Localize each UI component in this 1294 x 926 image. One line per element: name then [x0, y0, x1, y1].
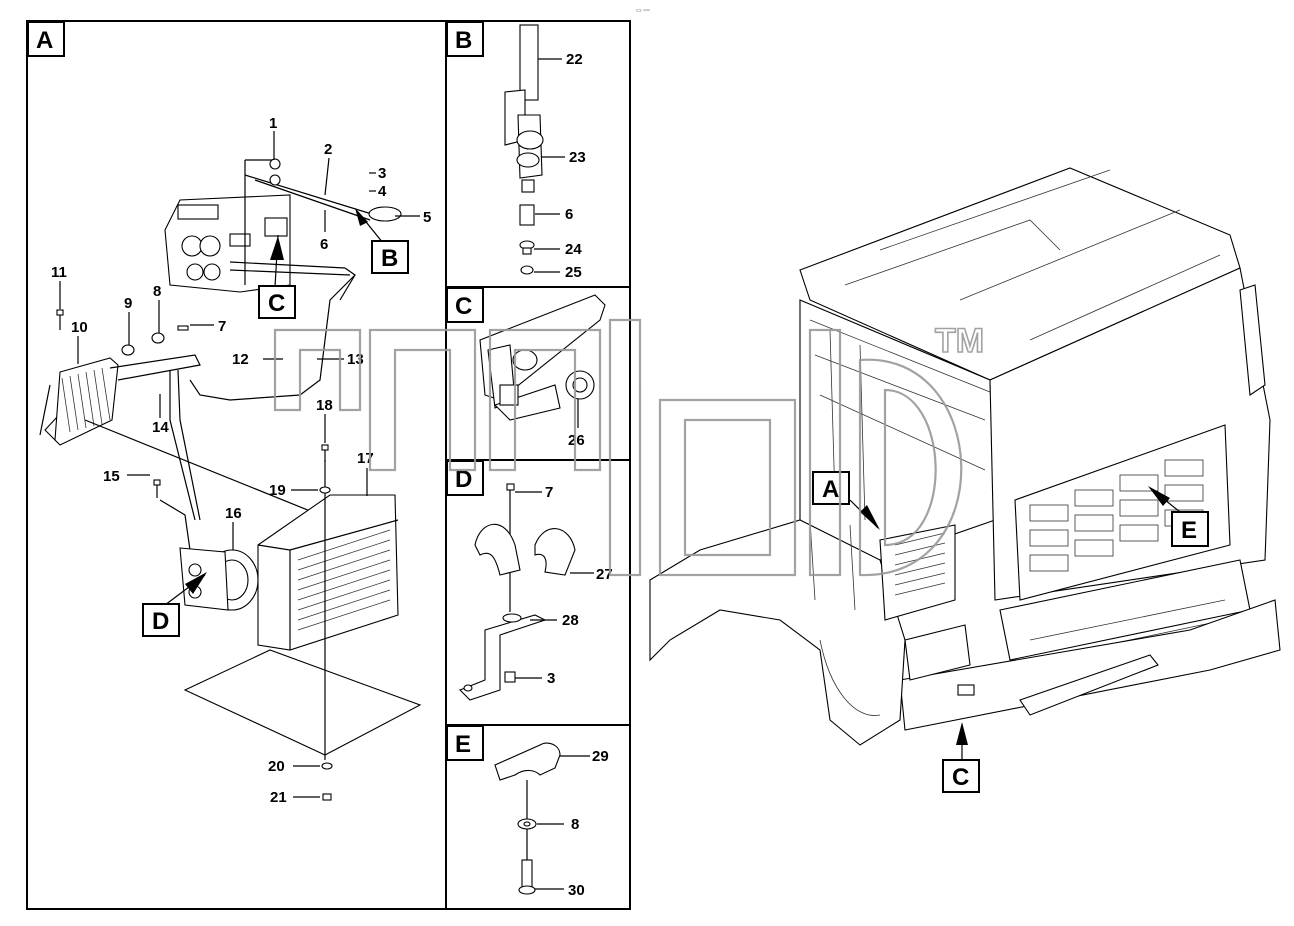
svg-text:13: 13 — [347, 351, 364, 368]
svg-text:B: B — [455, 27, 472, 54]
svg-text:D: D — [455, 466, 472, 493]
svg-text:7: 7 — [545, 484, 553, 501]
panel-e-leaders — [535, 755, 590, 890]
svg-text:A: A — [36, 27, 53, 54]
compressor — [179, 547, 259, 611]
svg-text:6: 6 — [565, 206, 573, 223]
panel-b-tag: B — [446, 21, 484, 57]
svg-text:25: 25 — [565, 264, 582, 281]
callout-d-box: D — [142, 572, 207, 637]
svg-text:6: 6 — [320, 236, 328, 253]
svg-text:29: 29 — [592, 748, 609, 765]
svg-text:2: 2 — [324, 141, 332, 158]
condenser-core — [54, 357, 119, 446]
svg-text:3: 3 — [378, 165, 386, 182]
svg-text:8: 8 — [153, 283, 161, 300]
corner-text: ▭ ▫▫▫ — [636, 8, 650, 14]
svg-text:17: 17 — [357, 450, 374, 467]
svg-text:14: 14 — [152, 419, 169, 436]
svg-text:24: 24 — [565, 241, 582, 258]
truck-cab-illustration — [649, 167, 1281, 746]
svg-text:10: 10 — [71, 319, 88, 336]
svg-text:28: 28 — [562, 612, 579, 629]
svg-text:C: C — [268, 290, 285, 317]
svg-text:E: E — [455, 731, 471, 758]
panel-d-numbers: 7 27 28 3 — [545, 484, 613, 687]
svg-text:9: 9 — [124, 295, 132, 312]
svg-text:27: 27 — [596, 566, 613, 583]
panel-e-numbers: 29 8 30 — [568, 748, 609, 899]
svg-text:4: 4 — [378, 183, 387, 200]
panel-b-drawing — [504, 24, 544, 275]
svg-text:A: A — [822, 476, 839, 503]
svg-text:E: E — [1181, 517, 1197, 544]
panel-d-leaders — [515, 491, 594, 679]
panel-c-number: 26 — [568, 432, 585, 449]
svg-text:C: C — [455, 293, 472, 320]
svg-text:8: 8 — [571, 816, 579, 833]
svg-text:30: 30 — [568, 882, 585, 899]
callout-b-box: B — [355, 208, 409, 274]
panel-e-drawing — [494, 742, 561, 895]
callout-c-box: C — [258, 234, 296, 319]
svg-text:C: C — [952, 764, 969, 791]
svg-text:3: 3 — [547, 670, 555, 687]
panel-e-frame — [445, 724, 631, 910]
truck-callout-e: E — [1148, 486, 1209, 547]
panel-a-frame — [26, 20, 447, 910]
svg-text:23: 23 — [569, 149, 586, 166]
svg-text:12: 12 — [232, 351, 249, 368]
panel-b-numbers: 22 23 6 24 25 — [565, 51, 586, 281]
svg-text:D: D — [152, 608, 169, 635]
svg-text:18: 18 — [316, 397, 333, 414]
blower-housing — [257, 494, 399, 651]
svg-text:21: 21 — [270, 789, 287, 806]
svg-text:16: 16 — [225, 505, 242, 522]
svg-text:TM: TM — [935, 322, 984, 360]
svg-text:11: 11 — [51, 264, 67, 281]
watermark-logo: TM — [273, 318, 985, 577]
base-plate — [183, 649, 422, 756]
svg-text:20: 20 — [268, 758, 285, 775]
panel-a-leaders — [59, 131, 420, 798]
panel-a-drawing — [39, 158, 422, 801]
svg-text:1: 1 — [269, 115, 277, 132]
panel-d-drawing — [459, 483, 576, 701]
svg-text:5: 5 — [423, 209, 431, 226]
panel-e-tag: E — [446, 725, 484, 761]
panel-c-drawing — [479, 294, 606, 421]
svg-text:B: B — [381, 245, 398, 272]
svg-text:22: 22 — [566, 51, 583, 68]
svg-text:15: 15 — [103, 468, 120, 485]
svg-text:19: 19 — [269, 482, 286, 499]
panel-a-tag: A — [27, 21, 65, 57]
panel-d-tag: D — [446, 460, 484, 496]
truck-callout-a: A — [812, 471, 880, 530]
panel-b-leaders — [534, 58, 565, 273]
svg-text:7: 7 — [218, 318, 226, 335]
panel-c-tag: C — [446, 287, 484, 323]
truck-callout-c: C — [942, 722, 980, 793]
